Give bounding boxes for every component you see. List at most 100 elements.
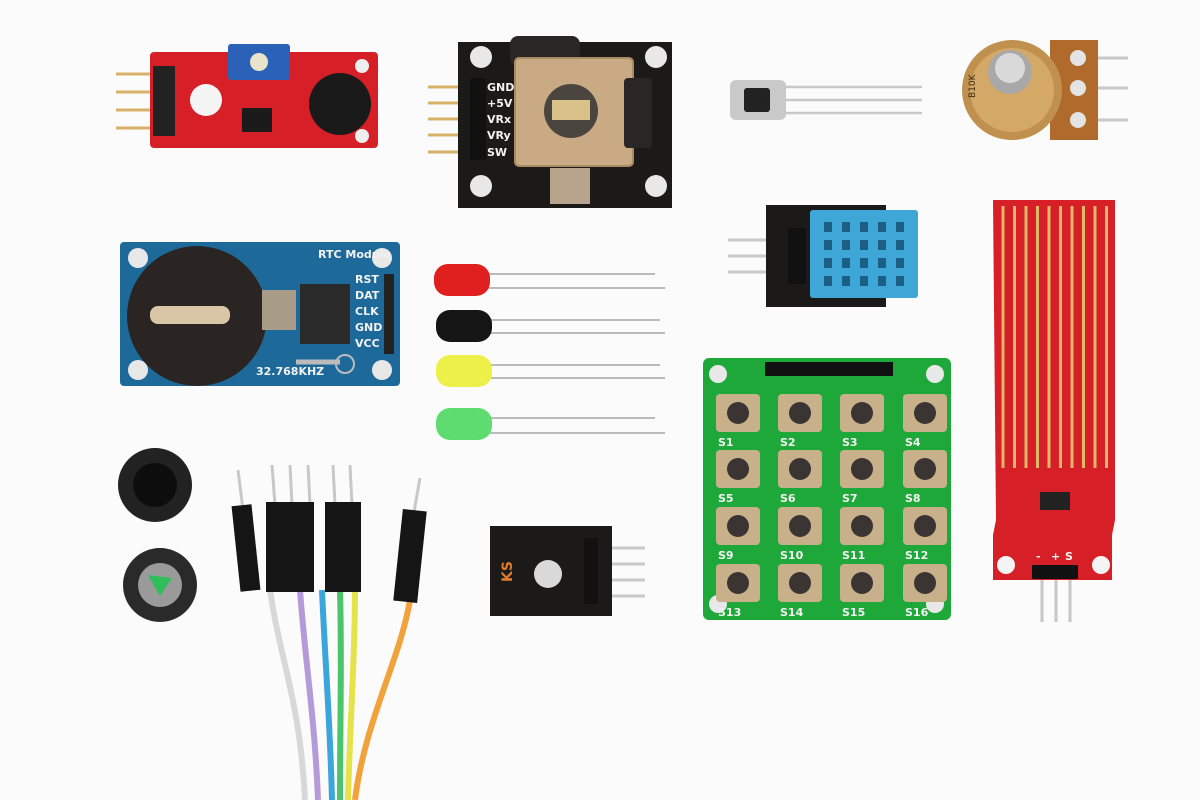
pin-label-5v: +5V bbox=[487, 97, 513, 110]
keypad-key[interactable]: S9 bbox=[716, 507, 760, 562]
key-label: S3 bbox=[842, 436, 858, 449]
potentiometer: B10K bbox=[962, 40, 1128, 140]
rgb-led-module: KS bbox=[490, 526, 645, 616]
pin-label-vry: VRy bbox=[487, 129, 511, 142]
key-label: S15 bbox=[842, 606, 865, 619]
keypad-key[interactable]: S15 bbox=[840, 564, 884, 619]
rtc-title: RTC Module bbox=[318, 248, 391, 261]
vent-hole bbox=[878, 222, 886, 232]
leds bbox=[434, 264, 665, 440]
keypad-key[interactable]: S4 bbox=[903, 394, 947, 449]
vent-hole bbox=[896, 276, 904, 286]
vent-hole bbox=[896, 258, 904, 268]
vent-hole bbox=[842, 222, 850, 232]
pin-label-dat: DAT bbox=[355, 289, 380, 302]
keypad-key[interactable]: S5 bbox=[716, 450, 760, 505]
keypad-key[interactable]: S6 bbox=[778, 450, 822, 505]
pin-label-plus: + bbox=[1051, 550, 1060, 563]
key-label: S2 bbox=[780, 436, 796, 449]
vent-hole bbox=[824, 222, 832, 232]
keypad-key[interactable]: S7 bbox=[840, 450, 884, 505]
vent-hole bbox=[842, 258, 850, 268]
pin-label-vrx: VRx bbox=[487, 113, 511, 126]
vent-hole bbox=[860, 222, 868, 232]
key-label: S7 bbox=[842, 492, 858, 505]
vent-hole bbox=[842, 276, 850, 286]
vent-hole bbox=[824, 240, 832, 250]
key-button bbox=[727, 458, 749, 480]
pin-label-gnd: GND bbox=[487, 81, 514, 94]
vent-hole bbox=[896, 222, 904, 232]
key-button bbox=[914, 402, 936, 424]
dht11-sensor-module bbox=[728, 205, 918, 307]
vent-hole bbox=[860, 276, 868, 286]
keypad-key[interactable]: S1 bbox=[716, 394, 760, 449]
module-label: KS bbox=[500, 561, 516, 582]
vent-hole bbox=[878, 276, 886, 286]
key-label: S14 bbox=[780, 606, 804, 619]
key-button bbox=[727, 515, 749, 537]
keypad-key[interactable]: S13 bbox=[716, 564, 760, 619]
sound-sensor-module bbox=[116, 44, 378, 148]
key-button bbox=[851, 458, 873, 480]
key-button bbox=[914, 458, 936, 480]
keypad-key[interactable]: S2 bbox=[778, 394, 822, 449]
key-button bbox=[914, 515, 936, 537]
vent-hole bbox=[896, 240, 904, 250]
key-label: S4 bbox=[905, 436, 921, 449]
key-label: S8 bbox=[905, 492, 921, 505]
key-button bbox=[789, 458, 811, 480]
key-label: S11 bbox=[842, 549, 865, 562]
key-label: S12 bbox=[905, 549, 928, 562]
water-level-sensor: - + S bbox=[993, 200, 1115, 622]
key-button bbox=[789, 515, 811, 537]
key-button bbox=[851, 572, 873, 594]
ir-receiver bbox=[730, 80, 922, 120]
keypad-key[interactable]: S8 bbox=[903, 450, 947, 505]
keypad-key[interactable]: S14 bbox=[778, 564, 822, 619]
keypad-key[interactable]: S12 bbox=[903, 507, 947, 562]
vent-hole bbox=[878, 240, 886, 250]
key-label: S6 bbox=[780, 492, 796, 505]
vent-hole bbox=[824, 276, 832, 286]
pin-label-minus: - bbox=[1036, 550, 1041, 563]
vent-hole bbox=[878, 258, 886, 268]
pin-label-vcc: VCC bbox=[355, 337, 380, 350]
key-label: S16 bbox=[905, 606, 929, 619]
buzzers bbox=[118, 448, 197, 622]
red-led bbox=[434, 264, 665, 296]
key-button bbox=[789, 572, 811, 594]
keypad-key[interactable]: S10 bbox=[778, 507, 822, 562]
rtc-module: RTC Module 32.768KHZ RST DAT CLK GND VCC bbox=[120, 242, 400, 386]
jumper-wires bbox=[231, 464, 427, 800]
black-led bbox=[436, 310, 665, 342]
pin-label-sw: SW bbox=[487, 146, 507, 159]
key-button bbox=[789, 402, 811, 424]
key-button bbox=[727, 402, 749, 424]
joystick-module: GND +5V VRx VRy SW bbox=[428, 36, 672, 208]
key-button bbox=[851, 515, 873, 537]
keypad-key[interactable]: S16 bbox=[903, 564, 947, 619]
key-button bbox=[727, 572, 749, 594]
pin-label-signal: S bbox=[1065, 550, 1073, 563]
key-label: S1 bbox=[718, 436, 734, 449]
vent-hole bbox=[842, 240, 850, 250]
key-label: S9 bbox=[718, 549, 734, 562]
green-led bbox=[436, 408, 665, 440]
vent-hole bbox=[860, 258, 868, 268]
key-label: S5 bbox=[718, 492, 734, 505]
potentiometer-label: B10K bbox=[968, 73, 978, 98]
vent-hole bbox=[824, 258, 832, 268]
yellow-led bbox=[436, 355, 665, 387]
pin-label-rst: RST bbox=[355, 273, 379, 286]
key-button bbox=[914, 572, 936, 594]
vent-hole bbox=[860, 240, 868, 250]
keypad-key[interactable]: S11 bbox=[840, 507, 884, 562]
key-label: S10 bbox=[780, 549, 804, 562]
keypad-key[interactable]: S3 bbox=[840, 394, 884, 449]
key-label: S13 bbox=[718, 606, 741, 619]
key-button bbox=[851, 402, 873, 424]
pin-label-clk: CLK bbox=[355, 305, 379, 318]
